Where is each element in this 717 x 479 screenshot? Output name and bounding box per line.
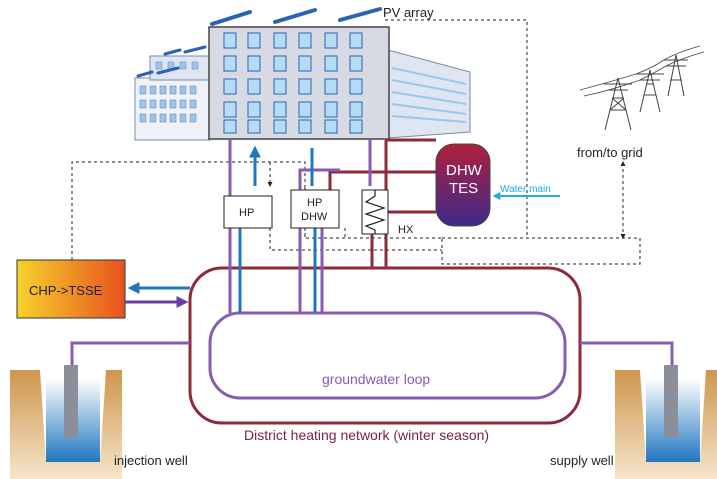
hp-dhw-label-line1: HP (307, 197, 322, 209)
district-network-label: District heating network (winter season) (244, 427, 489, 443)
building-main (208, 26, 390, 140)
power-pylon-icon (579, 45, 705, 131)
water-main-label: Water main (500, 184, 551, 195)
supply-well-label: supply well (550, 453, 614, 468)
heat-pump-dhw: HP DHW (290, 189, 340, 229)
dhw-tes-label-line1: DHW (446, 162, 483, 179)
heat-exchanger-icon: HX (361, 189, 414, 236)
groundwater-loop-label: groundwater loop (322, 371, 430, 387)
supply-lines (238, 145, 317, 313)
pv-array-label: PV array (383, 5, 434, 20)
control-lines (71, 19, 641, 265)
well-icon (615, 365, 717, 479)
hp-dhw-label-line2: DHW (301, 211, 328, 223)
chp-unit: CHP->TSSE (16, 259, 126, 319)
dhw-tes-tank: DHW TES (435, 143, 491, 227)
well-icon (10, 365, 122, 479)
heat-pump: HP (223, 195, 273, 229)
building-icon (134, 7, 471, 141)
solar-panel-icon (210, 7, 382, 26)
building-right (387, 49, 471, 139)
chp-label: CHP->TSSE (29, 283, 103, 298)
supply-well: supply well (550, 365, 717, 479)
hp-label: HP (239, 207, 254, 219)
building-left (134, 45, 211, 141)
dhw-tes-label-line2: TES (449, 180, 478, 197)
grid-label: from/to grid (577, 145, 643, 160)
hx-label: HX (398, 224, 414, 236)
injection-well: injection well (10, 365, 188, 479)
injection-well-label: injection well (114, 453, 188, 468)
